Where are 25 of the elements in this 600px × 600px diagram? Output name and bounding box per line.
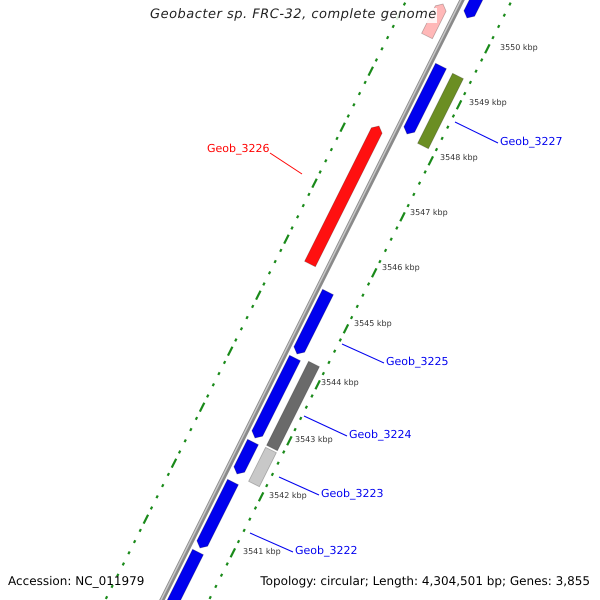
title: Geobacter sp. FRC-32, complete genome [150, 8, 437, 23]
scale-label: 3542 kbp [269, 491, 307, 500]
gene-label: Geob_3222 [295, 545, 358, 558]
scale-label: 3549 kbp [469, 98, 507, 108]
gene-label: Geob_3224 [349, 429, 412, 442]
gene-label: Geob_3223 [321, 488, 384, 501]
accession-text: Accession: NC_011979 [8, 575, 144, 589]
scale-label: 3544 kbp [321, 378, 359, 388]
scale-label: 3550 kbp [500, 43, 538, 52]
scale-label: 3543 kbp [295, 435, 333, 444]
gene-label: Geob_3225 [386, 356, 448, 369]
scale-label: 3546 kbp [382, 263, 420, 272]
leader-line [270, 152, 302, 174]
summary-text: Topology: circular; Length: 4,304,501 bp; Genes: 3,855 [260, 575, 590, 589]
gene-label: Geob_3226 [207, 143, 270, 156]
scale-label: 3548 kbp [440, 153, 478, 162]
gene-label: Geob_3227 [500, 136, 562, 149]
leader-line [278, 476, 320, 496]
scale-label: 3545 kbp [354, 319, 392, 328]
scale-label: 3547 kbp [410, 208, 448, 218]
leader-line [454, 122, 498, 144]
leader-line [250, 532, 294, 552]
scale-label: 3541 kbp [243, 547, 281, 556]
leader-line [304, 416, 348, 436]
leader-line [342, 344, 384, 364]
